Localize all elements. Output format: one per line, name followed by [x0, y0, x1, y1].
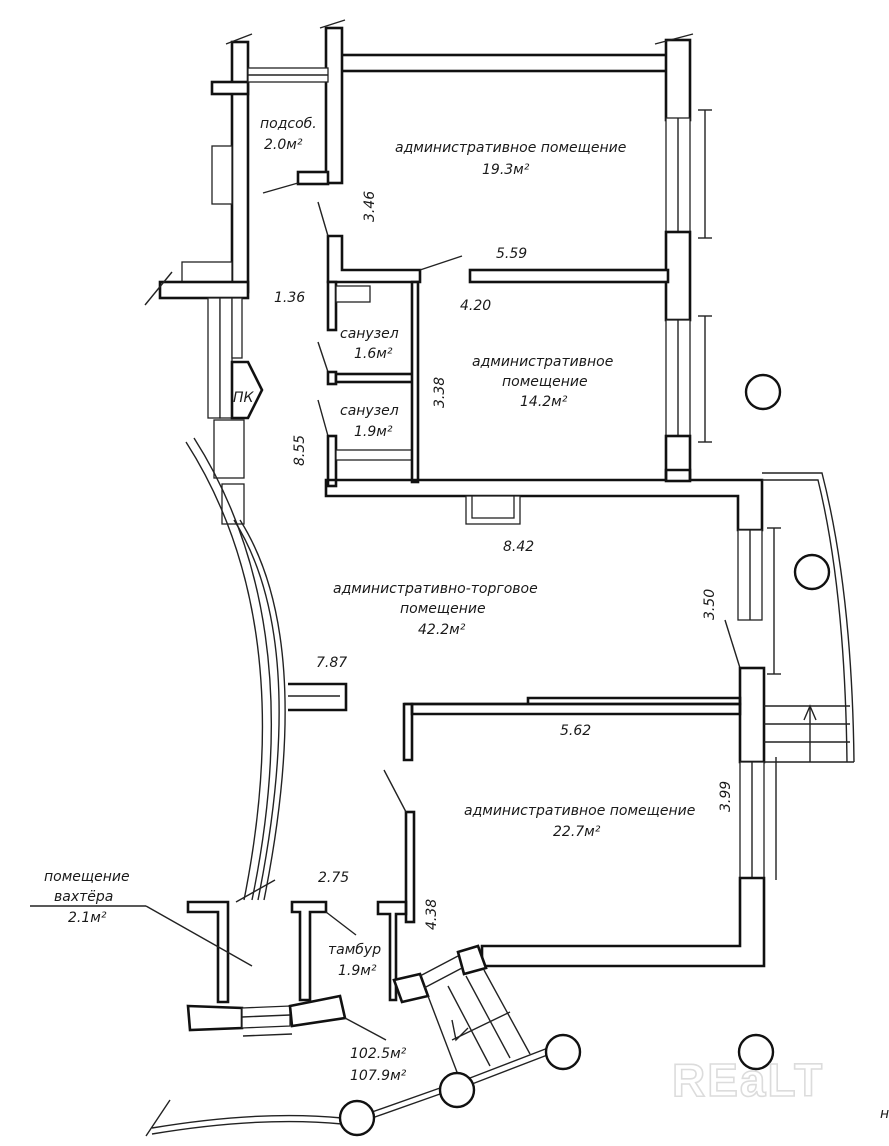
- room-wc-2-area: 1.9м²: [354, 424, 393, 440]
- partition-tambour: [404, 810, 416, 924]
- dim-3-46: 3.46: [362, 191, 378, 222]
- window-22: [739, 757, 777, 880]
- dim-7-87: 7.87: [316, 655, 347, 671]
- dim-4-20: 4.20: [460, 298, 491, 314]
- wall-segment: [664, 434, 692, 483]
- room-trade-name2: помещение: [400, 601, 486, 617]
- total-area: 107.9м²: [350, 1068, 407, 1084]
- wall-corner: [326, 234, 422, 284]
- wall-middle: [324, 468, 764, 532]
- room-admin-3-area: 22.7м²: [553, 824, 601, 840]
- column: [544, 1033, 582, 1071]
- fire-cabinet-label: ПК: [233, 390, 255, 406]
- dim-8-42: 8.42: [503, 539, 534, 555]
- guard-room-walls: [30, 879, 387, 1041]
- dim-1-36: 1.36: [274, 290, 305, 306]
- wall-22-bottom: [480, 876, 766, 968]
- room-admin-1-area: 19.3м²: [482, 162, 530, 178]
- partition-wall: [468, 268, 670, 284]
- room-trade-name1: административно-торговое: [333, 581, 538, 597]
- curved-facade: [185, 437, 286, 901]
- room-wc-2-name: санузел: [340, 403, 399, 419]
- room-wc-1-name: санузел: [340, 326, 399, 342]
- column: [737, 1033, 775, 1071]
- dim-4-38: 4.38: [424, 899, 440, 930]
- wall-stub: [288, 682, 348, 712]
- column: [793, 553, 831, 591]
- room-admin-1-name: административное помещение: [395, 140, 626, 156]
- column: [338, 1099, 376, 1137]
- dim-5-62: 5.62: [560, 723, 591, 739]
- room-tambour-name: тамбур: [328, 942, 381, 958]
- room-guard-name1: помещение: [44, 869, 130, 885]
- left-corridor-wall: [207, 297, 264, 525]
- storage-room-walls: [144, 33, 330, 306]
- room-admin-2-name2: помещение: [502, 374, 588, 390]
- watermark-logo: REaLT: [672, 1054, 824, 1106]
- wall-pier: [664, 230, 692, 322]
- room-admin-3-name: административное помещение: [464, 803, 695, 819]
- dim-2-75: 2.75: [318, 870, 349, 886]
- column: [744, 373, 782, 411]
- terrace-rail: [145, 1047, 551, 1137]
- stairs-right: [738, 666, 854, 764]
- corner-text: н: [880, 1106, 889, 1122]
- balcony: [724, 472, 855, 763]
- dim-8-55: 8.55: [292, 435, 308, 466]
- room-trade-area: 42.2м²: [418, 622, 466, 638]
- dim-3-50: 3.50: [702, 589, 718, 620]
- bathroom-walls: [317, 280, 420, 488]
- room-storage-name: подсоб.: [260, 116, 317, 132]
- room-guard-name2: вахтёра: [54, 889, 113, 905]
- window-right-2: [665, 315, 712, 443]
- wall-top: [319, 19, 694, 185]
- room-guard-area: 2.1м²: [68, 910, 107, 926]
- room-admin-2-name1: административное: [472, 354, 613, 370]
- room-tambour-area: 1.9м²: [338, 963, 377, 979]
- total-living-area: 102.5м²: [350, 1046, 407, 1062]
- dim-5-59: 5.59: [496, 246, 527, 262]
- stairs-front: [392, 944, 531, 1081]
- room-wc-1-area: 1.6м²: [354, 346, 393, 362]
- room-admin-2-area: 14.2м²: [520, 394, 568, 410]
- dim-3-38: 3.38: [432, 377, 448, 408]
- dim-3-99: 3.99: [718, 781, 734, 812]
- room-storage-area: 2.0м²: [264, 137, 303, 153]
- column: [438, 1071, 476, 1109]
- window-right-1: [665, 109, 712, 239]
